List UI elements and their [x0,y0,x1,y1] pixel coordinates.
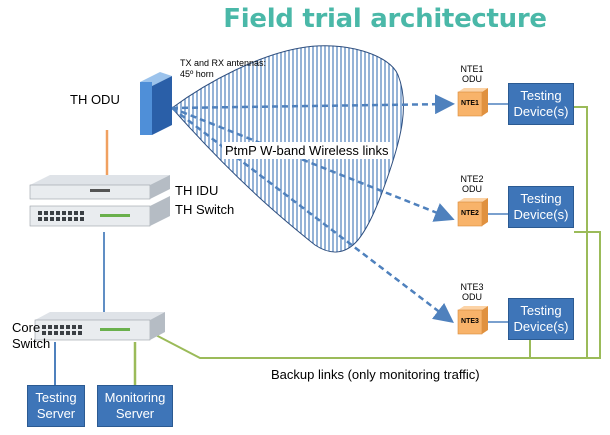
th-switch-label: TH Switch [175,202,235,217]
nte3-sub: ODU [462,292,482,302]
backup-links-label: Backup links (only monitoring traffic) [271,367,480,382]
antennas-label: TX and RX antennas: [180,58,267,68]
core-switch-label-line1: Core [12,320,41,335]
nte1-sub: ODU [462,74,482,84]
wireless-link-nte1 [171,94,455,115]
monitoring-server-line2: Server [115,406,155,421]
nte1-name: NTE1 [460,64,484,74]
testing-server: Testing Server [27,385,85,427]
monitoring-server-line1: Monitoring [104,390,166,405]
testing-device-3-line1: Testing [520,303,562,318]
diagram-title: Field trial architecture [223,4,547,34]
testing-device-1-line2: Device(s) [513,104,569,119]
nte3-header: NTE3 ODU [452,282,492,302]
nte1-header: NTE1 ODU [452,64,492,84]
testing-server-line2: Server [36,406,76,421]
testing-device-2: Testing Device(s) [508,186,574,228]
nte1-device [457,88,488,117]
core-switch-device [34,312,165,341]
nte2-device [457,198,488,227]
testing-device-3-line2: Device(s) [513,319,569,334]
wireless-link-nte3 [171,107,454,324]
th-odu-label: TH ODU [70,92,120,107]
wireless-links-label: PtmP W-band Wireless links [222,142,392,159]
nte1-box-label: NTE1 [461,100,479,107]
testing-device-2-line1: Testing [520,191,562,206]
nte3-box-label: NTE3 [461,318,479,325]
th-idu-switch-device [29,175,170,227]
monitoring-server: Monitoring Server [97,385,173,427]
nte3-device [457,306,488,335]
testing-device-1-line1: Testing [520,88,562,103]
nte2-name: NTE2 [460,174,484,184]
core-switch-label-line2: Switch [12,336,51,351]
nte2-header: NTE2 ODU [452,174,492,194]
antennas-detail-label: 45º horn [180,69,214,79]
testing-server-line1: Testing [35,390,77,405]
backup-link-device1 [574,106,588,358]
nte3-name: NTE3 [460,282,484,292]
testing-device-3: Testing Device(s) [508,298,574,340]
th-idu-label: TH IDU [175,183,219,198]
testing-device-1: Testing Device(s) [508,83,574,125]
testing-device-2-line2: Device(s) [513,207,569,222]
nte2-sub: ODU [462,184,482,194]
nte2-box-label: NTE2 [461,210,479,217]
backup-link-main [149,231,601,359]
th-odu-device [140,72,172,135]
